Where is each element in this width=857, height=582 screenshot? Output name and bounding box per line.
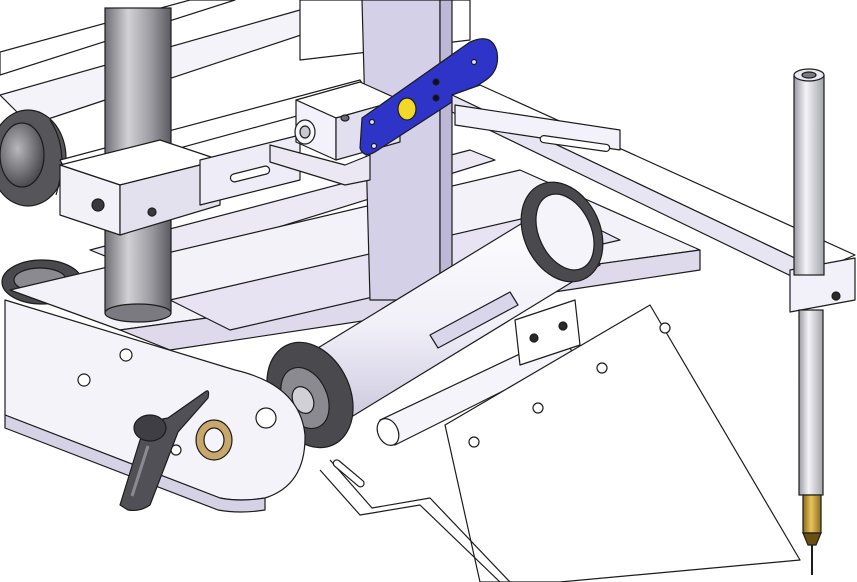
arm-slot-plate: [454, 104, 621, 151]
column-clamp-block: [59, 139, 221, 236]
main-roller: [266, 181, 604, 449]
side-plate-bushing-bore: [203, 427, 225, 453]
probe-brass-tip: [802, 494, 822, 534]
label-plate-face: [444, 304, 801, 582]
yellow-marker: [397, 97, 417, 121]
bracket-hole: [432, 78, 440, 86]
center-post-side: [439, 0, 453, 301]
mount-foot: [269, 144, 371, 186]
rod-bracket-face: [514, 299, 581, 366]
lower-bent-plate: [319, 469, 501, 582]
label-plate-hole: [532, 402, 544, 414]
pen-holder-arm: [451, 84, 856, 313]
left-back-roller: [0, 109, 67, 207]
blue-bracket: [359, 38, 499, 156]
roller-end-highlight: [0, 122, 45, 188]
front-side-plate: [4, 299, 306, 513]
bracket-slot: [229, 165, 271, 183]
side-plate-hole: [77, 373, 91, 387]
rod-bracket-hole: [558, 321, 568, 331]
probe-lower-shaft: [798, 309, 824, 496]
clamp-bolt-hole: [147, 207, 157, 217]
lower-bracket-slot: [332, 459, 365, 488]
lever-hub: [133, 414, 167, 442]
label-plate-hole: [659, 322, 671, 334]
clamp-lever: [119, 390, 210, 512]
label-plate: [319, 304, 801, 582]
bracket-hole: [470, 58, 478, 66]
mount-bolt-head: [299, 125, 311, 139]
column-base: [104, 303, 172, 323]
roller-tape-patch: [429, 291, 519, 349]
probe-cone: [802, 532, 822, 546]
probe-upper-shaft: [793, 74, 825, 276]
lower-bent-plate-edge: [329, 459, 511, 582]
clamp-bolt-hole: [91, 198, 105, 212]
roller-right-cap-inner: [535, 193, 595, 271]
pen-probe: [793, 68, 825, 575]
clamp-side: [119, 159, 221, 236]
label-plate-hole: [468, 436, 480, 448]
label-plate-hole: [596, 362, 608, 374]
rod-bracket: [514, 299, 581, 366]
bracket-hole: [432, 94, 440, 102]
mount-bolt: [340, 114, 350, 122]
guide-rod-end: [376, 418, 400, 446]
arm-slot: [539, 135, 611, 152]
bracket-hole: [368, 118, 376, 126]
bracket-hole: [370, 142, 378, 150]
probe-top-bore: [801, 71, 817, 79]
arm-end-hole: [831, 291, 841, 301]
blue-bracket-arm: [359, 38, 499, 156]
slotted-bracket: [199, 134, 301, 206]
side-plate-hole: [119, 348, 133, 362]
side-plate-edge: [4, 414, 266, 513]
rod-bracket-hole: [529, 333, 539, 343]
side-plate-hole: [255, 407, 277, 429]
lever-highlight: [130, 445, 150, 497]
